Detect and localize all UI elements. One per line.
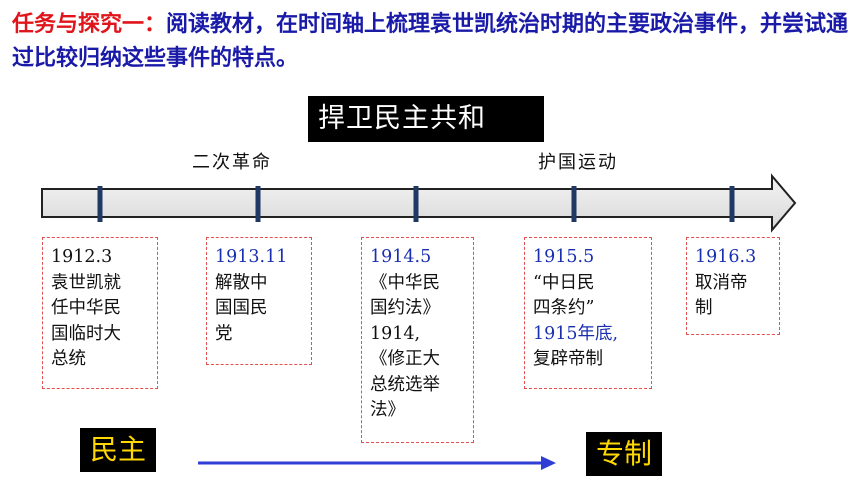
event-line: 取消帝 — [695, 272, 748, 293]
task-text: 阅读教材，在时间轴上梳理袁世凯统治时期的主要政治事件，并尝试通过比较归纳这些事件… — [12, 12, 849, 71]
event-line: 国国民 — [215, 298, 268, 318]
event-card-1914: 1914.5 《中华民 国约法》 1914, 《修正大 总统选举 法》 — [361, 237, 474, 443]
endpoint-democracy: 民主 — [80, 428, 157, 472]
event-line: 解散中 — [215, 272, 268, 293]
event-line: 总统选举 — [370, 374, 440, 395]
trend-arrow-head — [541, 456, 556, 470]
event-line: 法》 — [370, 400, 405, 420]
event-line: 党 — [215, 323, 233, 344]
event-line: 任中华民 — [51, 298, 121, 318]
event-line: 国约法》 — [370, 298, 440, 318]
event-date: 1913.11 — [215, 247, 288, 267]
event-line: 1914, — [370, 323, 421, 344]
event-date: 1915.5 — [533, 247, 595, 267]
event-card-1913: 1913.11 解散中 国国民 党 — [206, 237, 312, 365]
event-date: 1912.3 — [51, 247, 113, 267]
event-line: 复辟帝制 — [533, 349, 603, 369]
event-line: “中日民 — [533, 272, 595, 293]
task-prompt: 任务与探究一：阅读教材，在时间轴上梳理袁世凯统治时期的主要政治事件，并尝试通过比… — [12, 8, 852, 76]
event-line: 袁世凯就 — [51, 272, 121, 293]
event-date-secondary: 1915年底, — [533, 323, 619, 344]
endpoint-autocracy: 专制 — [586, 432, 663, 476]
event-line: 四条约” — [533, 298, 595, 318]
event-line: 《修正大 — [370, 349, 440, 369]
event-line: 制 — [695, 298, 713, 318]
event-card-1915: 1915.5 “中日民 四条约” 1915年底, 复辟帝制 — [524, 237, 652, 389]
event-date: 1916.3 — [695, 247, 757, 267]
event-line: 总统 — [51, 349, 86, 369]
label-second-revolution: 二次革命 — [192, 152, 272, 173]
event-line: 《中华民 — [370, 272, 440, 293]
event-line: 国临时大 — [51, 323, 121, 344]
event-card-1916: 1916.3 取消帝 制 — [686, 237, 780, 335]
theme-banner: 捍卫民主共和 — [308, 96, 544, 142]
label-protect-nation: 护国运动 — [538, 152, 618, 173]
event-date: 1914.5 — [370, 247, 432, 267]
event-card-1912: 1912.3 袁世凯就 任中华民 国临时大 总统 — [42, 237, 158, 389]
task-lead: 任务与探究一： — [12, 12, 167, 37]
